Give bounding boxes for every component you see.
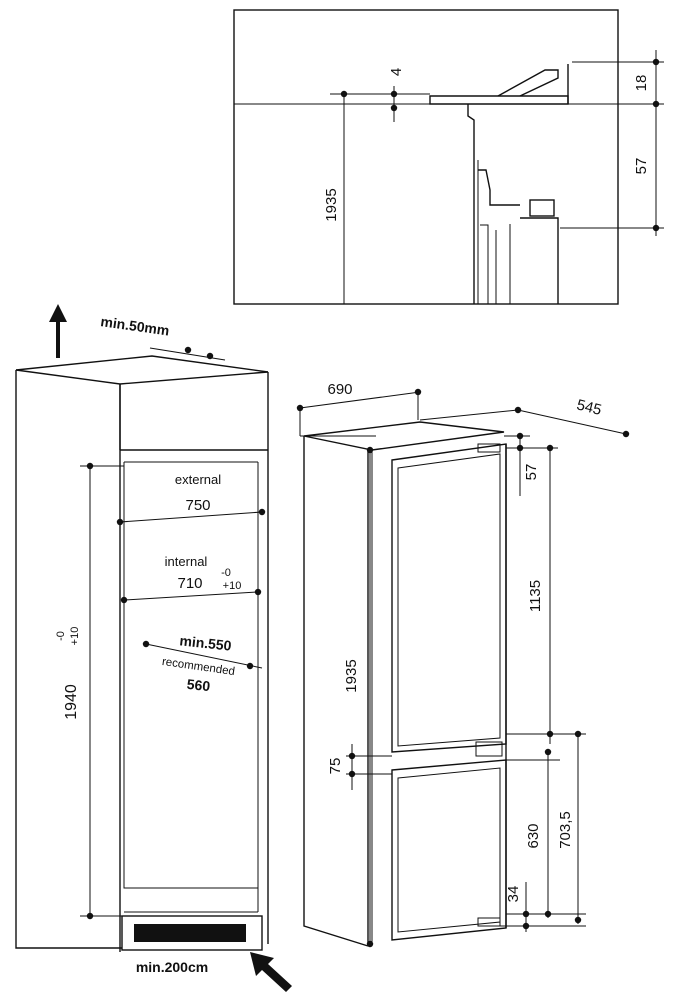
plinth: [121, 915, 263, 951]
external-value: 750: [185, 497, 210, 514]
niche-dot: [206, 352, 214, 360]
app-dot: [622, 430, 630, 438]
appliance-depth-value: 545: [575, 396, 603, 419]
hinge-plate: [429, 95, 569, 105]
detail-dim-18: 18: [633, 75, 650, 92]
app-dot: [522, 922, 530, 930]
appliance-door-gap: 75: [327, 758, 344, 775]
recommended-value: 560: [186, 676, 211, 694]
app-dot: [516, 444, 524, 452]
app-dot: [544, 748, 552, 756]
app-dot: [574, 916, 582, 924]
niche-height-value: 1940: [63, 684, 80, 720]
external-label: external: [175, 472, 221, 487]
app-dot: [348, 752, 356, 760]
internal-value: 710: [177, 575, 202, 592]
appliance-top: [303, 421, 505, 451]
app-dot: [546, 444, 554, 452]
depth-dim-line: [517, 409, 627, 435]
niche-dot: [142, 640, 150, 648]
airflow-in-arrow-icon: [250, 952, 292, 992]
app-dot: [516, 432, 524, 440]
appliance-top: [520, 217, 559, 304]
app-dot: [574, 730, 582, 738]
appliance-side: [303, 436, 369, 947]
niche-dot: [116, 518, 124, 526]
detail-dot: [652, 100, 660, 108]
detail-dot: [652, 58, 660, 66]
appliance-width-value: 690: [327, 381, 352, 398]
appliance-lower-door: 630: [525, 823, 542, 848]
cabinet-side-outer: [467, 104, 475, 304]
niche-dot: [258, 508, 266, 516]
middle-hinge: [475, 741, 503, 757]
upper-door-inner: [397, 453, 501, 747]
depth-ext: [419, 409, 519, 421]
appliance-bottom-offset: 34: [505, 886, 522, 903]
hinge-support: [478, 169, 520, 206]
niche-top-front: [15, 369, 269, 385]
niche-drawing: min.50mm 1940 -0 +10 external 750: [15, 304, 292, 992]
app-dot: [366, 446, 374, 454]
upper-door: [391, 443, 507, 753]
appliance-top-offset: 57: [523, 464, 540, 481]
hinge-block: [529, 199, 555, 217]
niche-height-tol-minus: -0: [55, 631, 67, 641]
niche-top-left: [15, 355, 269, 373]
recommended-label: recommended: [161, 656, 235, 678]
airflow-up-arrow-icon: [49, 304, 67, 358]
bottom-hinge: [477, 917, 501, 927]
width-dim-line: [299, 391, 421, 409]
detail-frame: [233, 9, 619, 305]
top-hinge: [477, 443, 501, 453]
appliance-total-height: 1935: [343, 659, 360, 692]
plinth-vent-grille: [134, 924, 246, 942]
niche-dot: [184, 346, 192, 354]
appliance-lower-total: 703,5: [557, 811, 574, 849]
internal-tol-plus: +10: [223, 580, 242, 592]
niche-side-left: [15, 370, 122, 949]
detail-dim-4: 4: [388, 68, 405, 76]
app-dot: [522, 910, 530, 918]
appliance-drawing: 690 545 57: [296, 381, 630, 948]
min-depth-value: min.550: [179, 632, 233, 653]
detail-dot: [390, 90, 398, 98]
external-dim-line: [119, 511, 263, 523]
detail-dot: [652, 224, 660, 232]
niche-dot: [120, 596, 128, 604]
niche-height-tol-plus: +10: [69, 627, 81, 646]
lower-door-inner: [397, 767, 501, 933]
niche-dot: [246, 662, 254, 670]
top-gap-line: [149, 347, 226, 361]
cavity-left: [123, 462, 258, 889]
detail-dim-57: 57: [633, 158, 650, 175]
detail-box: 1935 4 18 57: [233, 9, 664, 305]
internal-label: internal: [165, 554, 208, 569]
niche-dot: [254, 588, 262, 596]
vent-area-label: min.200cm: [136, 959, 208, 975]
internal-tol-minus: -0: [221, 567, 231, 579]
appliance-upper-door: 1135: [527, 580, 544, 612]
app-dot: [348, 770, 356, 778]
depth-dim-line: [145, 643, 263, 669]
lower-door: [391, 759, 507, 941]
min-top-gap-label: min.50mm: [100, 313, 171, 338]
app-dot: [366, 940, 374, 948]
detail-dot: [390, 104, 398, 112]
detail-dim-1935: 1935: [323, 188, 340, 221]
hinge-arm: [497, 69, 559, 97]
appliance-wall-1: [480, 224, 489, 304]
internal-dim-line: [123, 591, 259, 601]
